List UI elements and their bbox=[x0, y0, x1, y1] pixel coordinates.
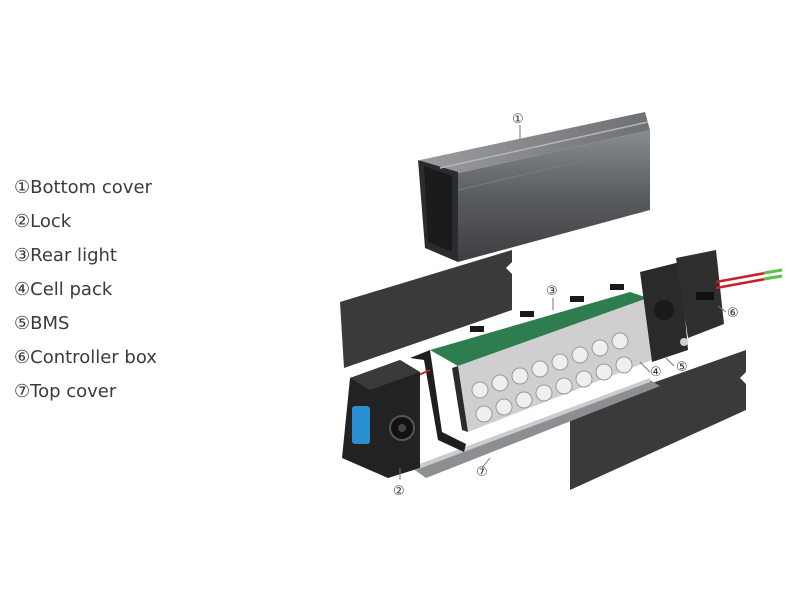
right-side-panel bbox=[570, 350, 746, 490]
parts-legend: ①Bottom cover ②Lock ③Rear light ④Cell pa… bbox=[14, 176, 157, 414]
callout-top-cover: ⑦ bbox=[476, 465, 488, 480]
controller-box bbox=[676, 250, 783, 338]
legend-item-top-cover: ⑦Top cover bbox=[14, 381, 117, 402]
legend-item-bms: ⑤BMS bbox=[14, 313, 70, 334]
bms bbox=[640, 262, 688, 362]
callout-bottom-cover: ① bbox=[512, 112, 524, 127]
legend-item-cell-pack: ④Cell pack bbox=[14, 279, 113, 300]
callout-leaders bbox=[399, 125, 727, 480]
callout-rear-light: ③ bbox=[546, 284, 558, 299]
callout-controller-box: ⑥ bbox=[727, 306, 739, 321]
callout-cell-pack: ④ bbox=[650, 365, 662, 380]
callout-bms: ⑤ bbox=[676, 360, 688, 375]
legend-item-rear-light: ③Rear light bbox=[14, 245, 117, 266]
cell-pack-connectors bbox=[470, 284, 624, 332]
left-side-panel bbox=[340, 250, 512, 368]
legend-item-controller-box: ⑥Controller box bbox=[14, 347, 157, 368]
legend-item-bottom-cover: ①Bottom cover bbox=[14, 177, 152, 198]
bottom-cover bbox=[418, 112, 651, 262]
legend-item-lock: ②Lock bbox=[14, 211, 72, 232]
lock-end-cap bbox=[342, 360, 420, 478]
top-cover-rail bbox=[412, 378, 660, 478]
cell-pack-cells bbox=[471, 332, 633, 423]
cell-pack bbox=[410, 284, 652, 452]
callout-lock: ② bbox=[393, 484, 405, 499]
